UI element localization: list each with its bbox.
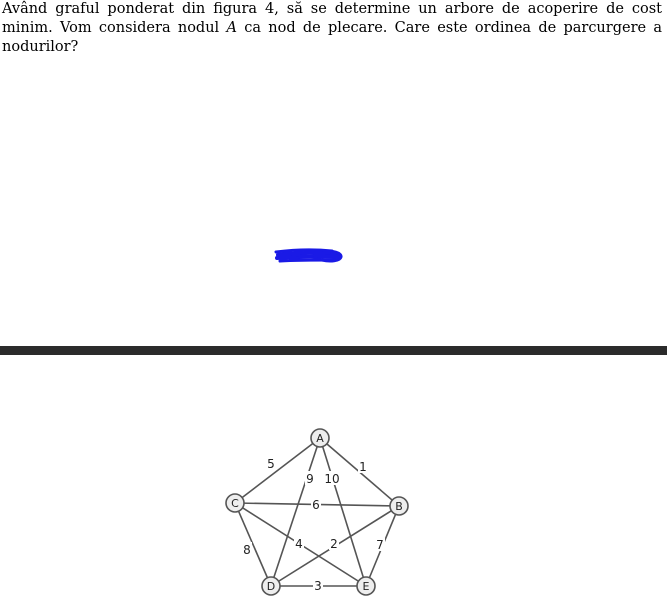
weight-B-E: 7: [376, 538, 384, 552]
weighted-graph-figure: 5 1 9 10 6 8 4 2 7 3 A B C D E: [225, 428, 409, 596]
edge-A-E: [319, 437, 367, 587]
weight-A-E: 10: [324, 472, 339, 486]
node-label-A: A: [316, 432, 324, 445]
weight-C-B: 6: [312, 498, 320, 512]
node-label-D: D: [267, 580, 275, 593]
question-text: Având graful ponderat din figura 4, să s…: [2, 0, 662, 57]
scribble-mark: [274, 248, 343, 263]
weight-D-E: 3: [314, 579, 322, 593]
weight-A-D: 9: [306, 472, 314, 486]
weight-A-C: 5: [267, 457, 275, 471]
node-label-C: C: [231, 497, 239, 510]
node-E: [356, 576, 376, 596]
section-divider: [0, 346, 667, 355]
question-part-2: ca nod de plecare. Care este ordinea de …: [2, 20, 662, 55]
node-label-E: E: [363, 580, 370, 593]
weight-A-B: 1: [359, 460, 367, 474]
weight-C-D: 8: [243, 543, 251, 557]
edge-A-D: [270, 437, 321, 587]
edge-A-C: [234, 437, 321, 504]
node-A: [310, 428, 330, 448]
node-D: [261, 576, 281, 596]
node-C: [225, 493, 245, 513]
node-label-B: B: [395, 500, 403, 513]
question-part-1: Având graful ponderat din figura 4, să s…: [2, 1, 662, 36]
weight-C-E: 4: [295, 537, 303, 551]
edge-C-D: [234, 502, 272, 587]
weight-B-D: 2: [330, 537, 338, 551]
start-node-variable: A: [226, 20, 237, 36]
node-B: [389, 496, 409, 516]
